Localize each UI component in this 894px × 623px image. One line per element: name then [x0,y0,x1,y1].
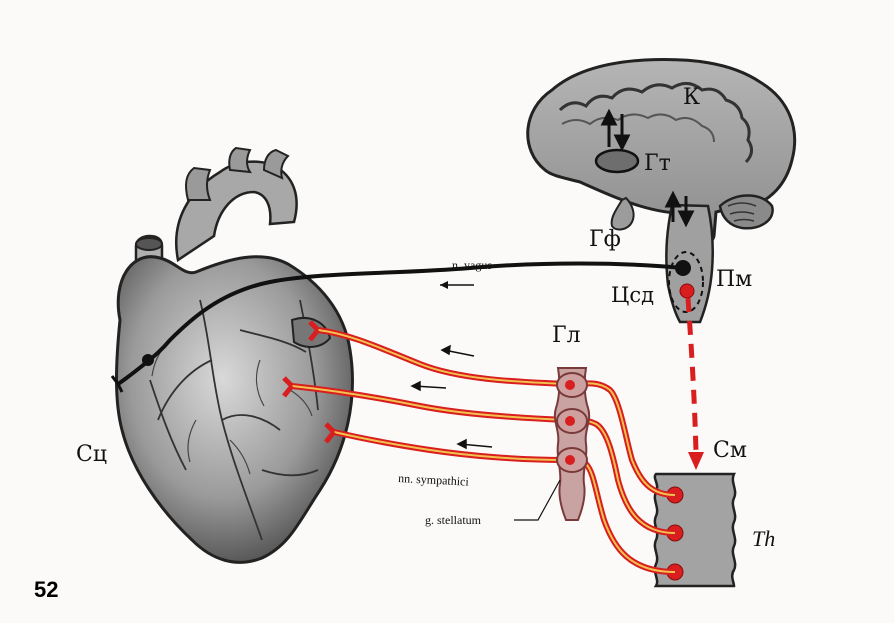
label-medulla: Пм [716,267,752,292]
label-pituitary: Гф [589,227,621,252]
cortex-hypothalamus-arrows [600,108,631,152]
pituitary [610,196,635,231]
brachiocephalic-trunk [185,166,212,201]
brain-gyri-inner [561,113,715,143]
coronary-vessels-fine [151,339,313,475]
hypothalamus-oval [594,148,640,174]
label-sympathetic: nn. sympathici [398,471,470,489]
label-hypothalamus: Гт [644,151,671,176]
label-cardio-center: Цсд [611,283,654,307]
page-number: 52 [34,577,58,602]
postganglionic-fiber-3 [333,429,567,463]
label-ganglion: Гл [552,323,581,348]
label-vagus: n. vagus [452,258,492,272]
label-thoracic: Th [752,526,775,551]
cardio-center-outline [668,251,704,313]
ganglion-node-2 [556,408,588,434]
descending-pathway [685,297,704,470]
stellate-leader-line [514,479,561,521]
descending-arrowhead [688,452,704,470]
coronary-vessels [149,299,319,541]
vagus-nerve [110,261,684,393]
sympathetic-direction-arrows [410,344,493,450]
brain-hemisphere [526,58,797,244]
vagus-direction-arrow [440,281,474,289]
heart [115,146,354,564]
carotid-artery [228,146,253,174]
ganglion-node-1 [556,372,588,398]
sympathetic-ending-2 [282,376,294,398]
vena-cava-opening [135,237,163,251]
label-cortex: К [683,85,700,110]
vagus-intracardiac-ganglion [142,354,154,366]
sympathetic-center [679,283,695,299]
label-stellate: g. stellatum [425,513,482,527]
sympathetic-ending-1 [308,320,320,342]
cerebellum-folia [727,202,757,222]
ganglion-node-3 [556,447,588,473]
stellate-ganglion-chain [514,367,591,521]
vagus-terminal-fork [110,375,124,393]
sympathetic-ending-3 [324,422,336,444]
brain [526,58,797,324]
left-auricle [290,317,332,348]
label-spinal-cord: См [713,438,747,463]
hypothalamus-medulla-arrows [664,190,695,228]
brain-gyri [558,82,753,164]
label-heart: Сц [76,442,107,467]
subclavian-artery [262,148,290,180]
